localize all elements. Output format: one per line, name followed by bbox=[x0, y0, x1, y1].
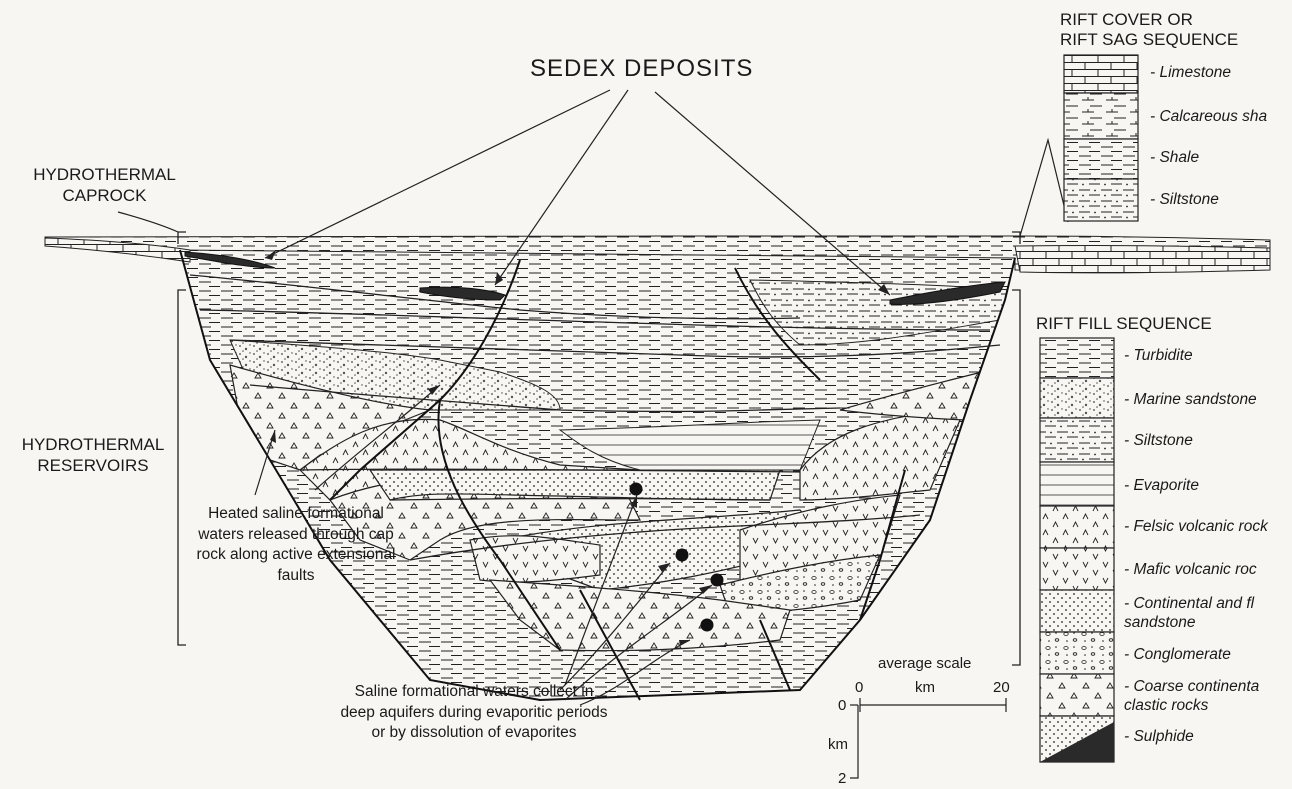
basin-layers bbox=[44, 231, 1271, 702]
basin-outline bbox=[179, 249, 1016, 702]
legend-cover-column bbox=[1063, 54, 1139, 222]
aquifer-dots bbox=[629, 482, 724, 632]
scale-bar bbox=[850, 698, 1007, 779]
scale-h-end: 20 bbox=[993, 679, 1010, 696]
legend-cover-limestone: - Limestone bbox=[1150, 64, 1231, 81]
legend-cover-title: RIFT COVER OR RIFT SAG SEQUENCE bbox=[1060, 10, 1239, 49]
scale-h-unit: km bbox=[915, 679, 935, 696]
legend-fill-sulphide: - Sulphide bbox=[1124, 728, 1194, 745]
caprock-label: HYDROTHERMAL CAPROCK bbox=[33, 165, 176, 205]
legend-cover-calcareous-shale: - Calcareous sha bbox=[1150, 108, 1268, 125]
cover-limestone-right bbox=[1014, 245, 1271, 274]
scale-h-start: 0 bbox=[855, 679, 864, 696]
sulphide-lenses bbox=[184, 251, 1006, 305]
legend-fill-felsic-volcanic: - Felsic volcanic rock bbox=[1124, 518, 1268, 535]
cover-limestone-left bbox=[44, 237, 191, 263]
evaporite-band bbox=[558, 419, 821, 471]
faults bbox=[329, 259, 906, 701]
mafic-volcanic bbox=[469, 535, 601, 583]
pointer-lines bbox=[117, 89, 1069, 706]
scale-v-unit: km bbox=[828, 736, 848, 753]
legend-fill-marine-sandstone: - Marine sandstone bbox=[1124, 391, 1257, 408]
diagram-title: SEDEX DEPOSITS bbox=[530, 55, 754, 82]
legend-fill-siltstone: - Siltstone bbox=[1124, 432, 1193, 449]
legend-fill-title: RIFT FILL SEQUENCE bbox=[1036, 314, 1212, 333]
arrowheads bbox=[265, 250, 890, 646]
saline-waters-note: Saline formational waters collect in dee… bbox=[340, 683, 608, 741]
legend-fill-conglomerate: - Conglomerate bbox=[1124, 646, 1231, 663]
legend-fill-turbidite: - Turbidite bbox=[1124, 347, 1193, 364]
legend-cover-siltstone: - Siltstone bbox=[1150, 191, 1219, 208]
legend-fill-column bbox=[1039, 337, 1115, 763]
coarse-clastic-deep bbox=[488, 579, 791, 652]
scale-title: average scale bbox=[878, 655, 972, 672]
legend-fill-mafic-volcanic: - Mafic volcanic roc bbox=[1124, 561, 1257, 578]
legend-fill-evaporite: - Evaporite bbox=[1124, 477, 1199, 494]
heated-waters-note: Heated saline formational waters release… bbox=[196, 505, 396, 584]
legend-fill-continental-sandstone: - Continental and fl sandstone bbox=[1124, 595, 1255, 631]
scale-v-start: 0 bbox=[838, 697, 847, 714]
reservoirs-label: HYDROTHERMAL RESERVOIRS bbox=[21, 435, 165, 475]
legend-cover-shale: - Shale bbox=[1150, 149, 1200, 166]
layer-boundaries bbox=[189, 274, 1001, 561]
scale-v-end: 2 bbox=[838, 770, 847, 787]
legend-fill-coarse-clastic: - Coarse continenta clastic rocks bbox=[1124, 678, 1260, 714]
